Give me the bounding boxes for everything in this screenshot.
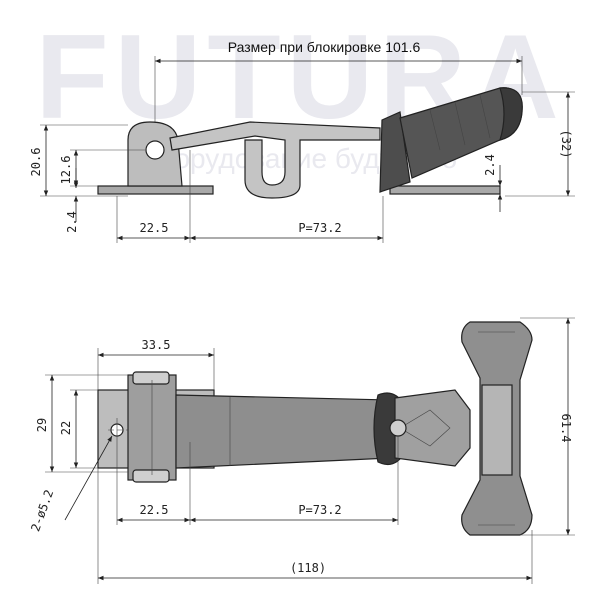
dim-height-20-6: 20.6 [29,148,43,177]
top-wire-arm [175,394,391,469]
dim-width-22: 22 [59,421,73,435]
dim-base-thk-right-2-4: 2.4 [483,154,497,176]
top-latch-body [394,389,471,467]
locked-length-title: Размер при блокировке 101.6 [228,39,421,55]
side-base-plate [97,185,214,195]
top-view: 33.5 29 22 2-ø5.2 61.4 22.5 P=73.2 (118) [28,317,575,584]
dim-holes-2x5-2: 2-ø5.2 [28,488,56,534]
pivot-hole [145,140,165,160]
dim-handle-width-61-4: 61.4 [559,414,573,443]
side-view: 20.6 12.6 2.4 2.4 (32) 22.5 P=73.2 [29,56,575,243]
dim-base-thk-2-4: 2.4 [65,211,79,233]
side-wire-arm [169,121,381,199]
dim-width-29: 29 [35,418,49,432]
latch-pin [389,419,407,437]
dim-overall-118: (118) [290,561,326,575]
dim-base-span-22-5: 22.5 [140,221,169,235]
dim-pitch-73-2: P=73.2 [298,221,341,235]
dim-base-span-22-5-top: 22.5 [140,503,169,517]
side-right-base [389,185,501,195]
dim-handle-height-32: (32) [559,130,573,159]
side-handle-cap [499,87,523,141]
dim-width-33-5: 33.5 [142,338,171,352]
dim-pitch-73-2-top: P=73.2 [298,503,341,517]
dim-pivot-12-6: 12.6 [59,156,73,185]
